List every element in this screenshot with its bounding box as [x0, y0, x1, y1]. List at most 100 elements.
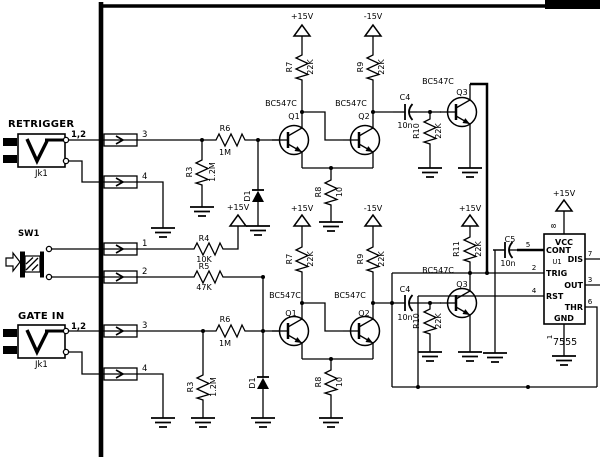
connector-pin-number: 3 — [142, 321, 147, 331]
resistor-R6-upper — [211, 133, 249, 147]
resistor-ref: R4 — [199, 234, 210, 243]
gate-in-jack-icon — [1, 323, 71, 360]
transistor-part: BC547C — [265, 99, 297, 108]
plus15v-arrow-icon — [555, 199, 573, 212]
lower-channel: R3 1.2M R6 1M +15V R7 22K -15V R9 22K BC… — [69, 204, 483, 428]
capacitor-C5-icon — [492, 241, 518, 259]
timer-section: C5 10n +15V VCC CONT U1 TRIG RST DIS OUT… — [390, 189, 600, 389]
transistor-part: BC547C — [335, 99, 367, 108]
gate-in-title: GATE IN — [18, 311, 65, 322]
resistor-value: 10 — [335, 377, 344, 387]
ground-icon — [150, 417, 176, 428]
border-corner-block — [545, 0, 600, 9]
transistor-part: BC547C — [269, 291, 301, 300]
capacitor-C4-lower-icon — [392, 294, 418, 312]
retrigger-jack-ref: Jk1 — [34, 169, 48, 179]
plus15v-label: +15V — [459, 204, 482, 213]
capacitor-value: 10n — [397, 313, 412, 322]
ground-icon — [245, 225, 271, 236]
capacitor-ref: C4 — [400, 93, 411, 102]
resistor-value: 22K — [306, 251, 315, 267]
ground-icon — [318, 417, 344, 428]
sw1-label: SW1 — [18, 229, 39, 239]
plus15v-arrow-icon — [229, 214, 247, 227]
transistor-ref: Q3 — [456, 88, 467, 97]
minus15v-arrow-icon — [364, 24, 382, 37]
ground-icon — [250, 417, 276, 428]
resistor-value: 47K — [196, 283, 212, 292]
ground-icon — [551, 355, 577, 366]
transistor-part: BC547C — [334, 291, 366, 300]
resistor-value: 1M — [219, 148, 231, 157]
resistor-ref: R9 — [356, 254, 365, 265]
ic-pin-number-4: 4 — [532, 286, 537, 295]
plus15v-label: +15V — [227, 203, 250, 212]
transistor-part: BC547C — [422, 266, 454, 275]
retrigger-jack-pins: 1,2 — [71, 130, 86, 140]
switch-network: R4 10K +15V R5 47K D1 — [52, 203, 276, 428]
junction-dots — [201, 275, 432, 361]
resistor-ref: R3 — [186, 382, 195, 393]
plus15v-label: +15V — [553, 189, 576, 198]
ic-pin-number-7: 7 — [588, 249, 593, 258]
capacitor-ref: C4 — [400, 285, 411, 294]
ic-ref: U1 — [552, 258, 561, 266]
ground-icon — [417, 167, 443, 178]
ground-icon — [417, 351, 443, 362]
retrigger-jack-icon — [1, 132, 71, 169]
ic-pin-dis: DIS — [568, 255, 584, 264]
ground-icon — [482, 352, 508, 363]
resistor-ref: R6 — [220, 315, 231, 324]
resistor-value: 22K — [306, 59, 315, 75]
resistor-ref: R7 — [285, 254, 294, 265]
resistor-R3-upper — [195, 156, 209, 188]
ground-icon — [457, 351, 483, 362]
diode-ref: D1 — [248, 377, 257, 388]
ic-7555-body — [543, 233, 586, 325]
junction-dots — [390, 271, 530, 389]
resistor-R4 — [189, 242, 227, 256]
resistor-R3-lower — [196, 371, 210, 403]
ic-pin-number-1: 1 — [545, 335, 554, 340]
resistor-ref: R5 — [199, 262, 210, 271]
ic-pin-gnd: GND — [554, 314, 574, 323]
gate-in-jack-ref: Jk1 — [34, 360, 48, 370]
resistor-value: 1.2M — [209, 377, 218, 397]
ic-pin-thr: THR — [565, 303, 583, 312]
transistor-ref: Q1 — [285, 309, 296, 318]
ic-pin-out: OUT — [564, 281, 583, 290]
resistor-value: 22K — [474, 241, 483, 257]
bus-connectors: 3 4 1 2 3 4 — [103, 130, 147, 381]
capacitor-C4-upper-icon — [392, 103, 418, 121]
transistor-ref: Q2 — [358, 309, 369, 318]
plus15v-label: +15V — [291, 12, 314, 21]
sw1-switch-icon — [5, 245, 53, 281]
resistor-value: 22K — [377, 251, 386, 267]
connector-icon — [103, 133, 138, 147]
plus15v-label: +15V — [291, 204, 314, 213]
ic-pin-number-6: 6 — [588, 297, 593, 306]
input-section: RETRIGGER Jk1 1,2 SW1 GATE IN Jk1 1,2 — [1, 119, 86, 370]
plus15v-arrow-icon — [461, 214, 479, 227]
ic-pin-trig: TRIG — [546, 269, 567, 278]
plus15v-arrow-icon — [293, 214, 311, 227]
resistor-value: 22K — [434, 313, 443, 329]
plus15v-arrow-icon — [293, 24, 311, 37]
wires — [69, 36, 489, 273]
resistor-ref: R10 — [412, 123, 421, 139]
capacitor-ref: C5 — [505, 235, 516, 244]
transistor-part: BC547C — [422, 77, 454, 86]
connector-icon — [103, 270, 138, 284]
resistor-ref: R7 — [285, 62, 294, 73]
connector-pin-number: 2 — [142, 267, 147, 277]
resistor-value: 1.2M — [208, 162, 217, 182]
diode-ref: D1 — [243, 190, 252, 201]
ground-icon — [190, 417, 216, 428]
connector-pin-number: 1 — [142, 239, 147, 249]
ic-pin-number-2: 2 — [532, 263, 537, 272]
minus15v-arrow-icon — [364, 214, 382, 227]
ic-pin-number-3: 3 — [588, 275, 593, 284]
retrigger-title: RETRIGGER — [8, 119, 74, 130]
